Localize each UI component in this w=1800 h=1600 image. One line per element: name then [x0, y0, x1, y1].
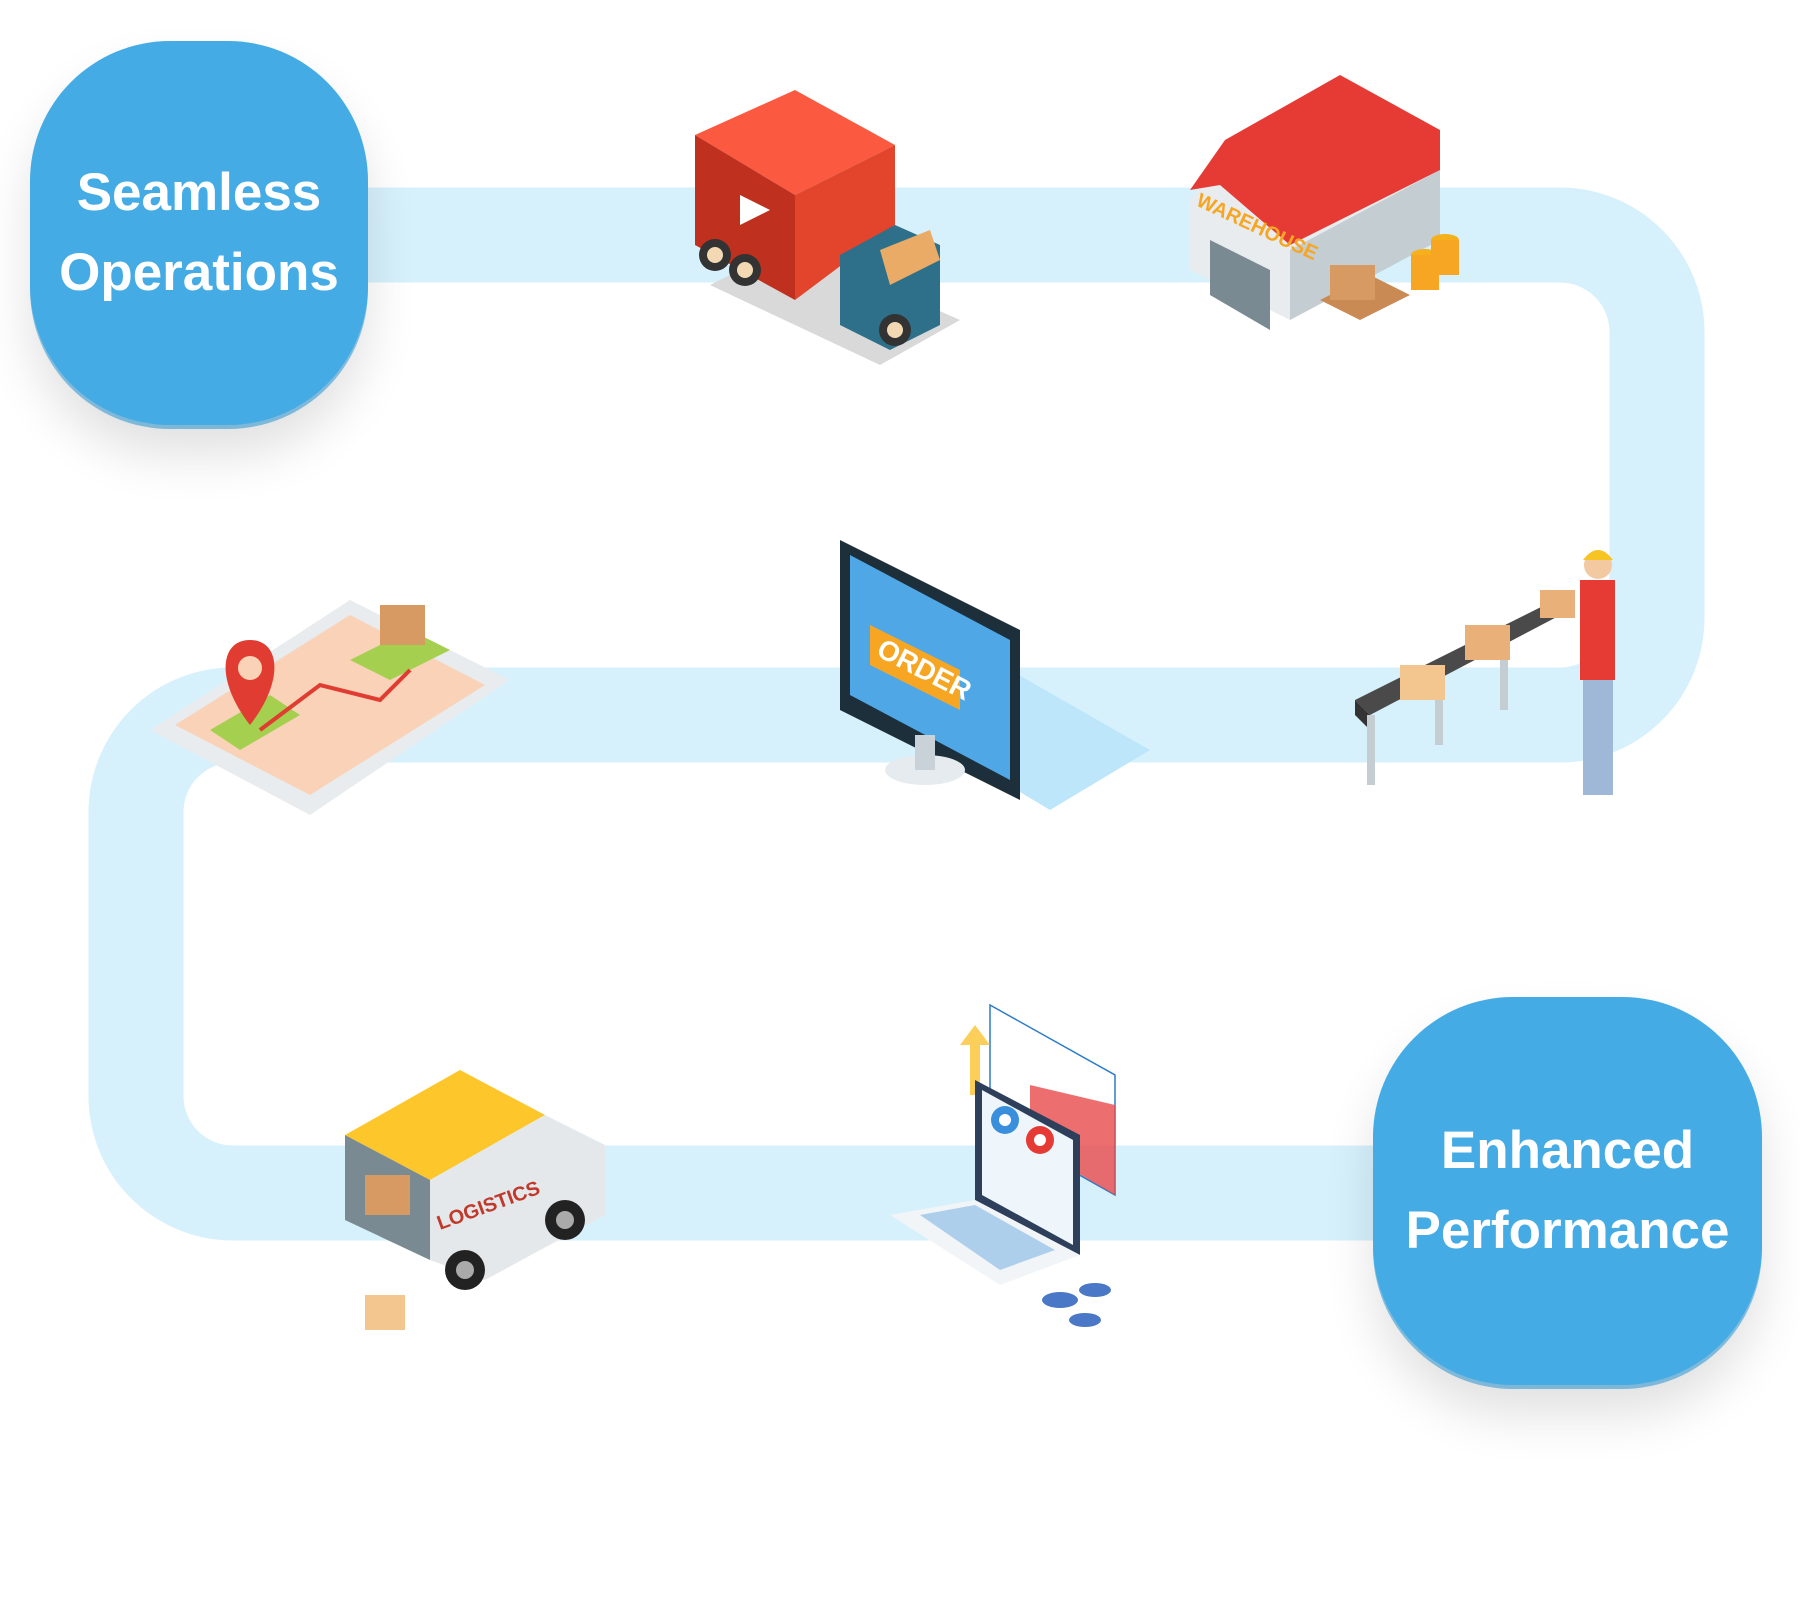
stage-enhanced-performance: Enhanced Performance — [1373, 997, 1762, 1385]
analytics-laptop-icon — [890, 1003, 1116, 1327]
truck-icon — [695, 90, 960, 365]
warehouse-icon: WAREHOUSE — [1190, 75, 1459, 330]
stage-title-line2: Performance — [1405, 1201, 1730, 1260]
delivery-van-icon: LOGISTICS — [345, 1070, 605, 1330]
conveyor-worker-icon — [1355, 550, 1615, 795]
stage-title-line1: Seamless — [76, 163, 322, 222]
stage-title-line2: Operations — [59, 243, 339, 302]
stage-title-line1: Enhanced — [1440, 1121, 1695, 1180]
map-phone-icon — [150, 600, 510, 815]
stage-seamless-operations: Seamless Operations — [30, 41, 368, 425]
order-monitor-icon: ORDER — [840, 540, 1150, 810]
